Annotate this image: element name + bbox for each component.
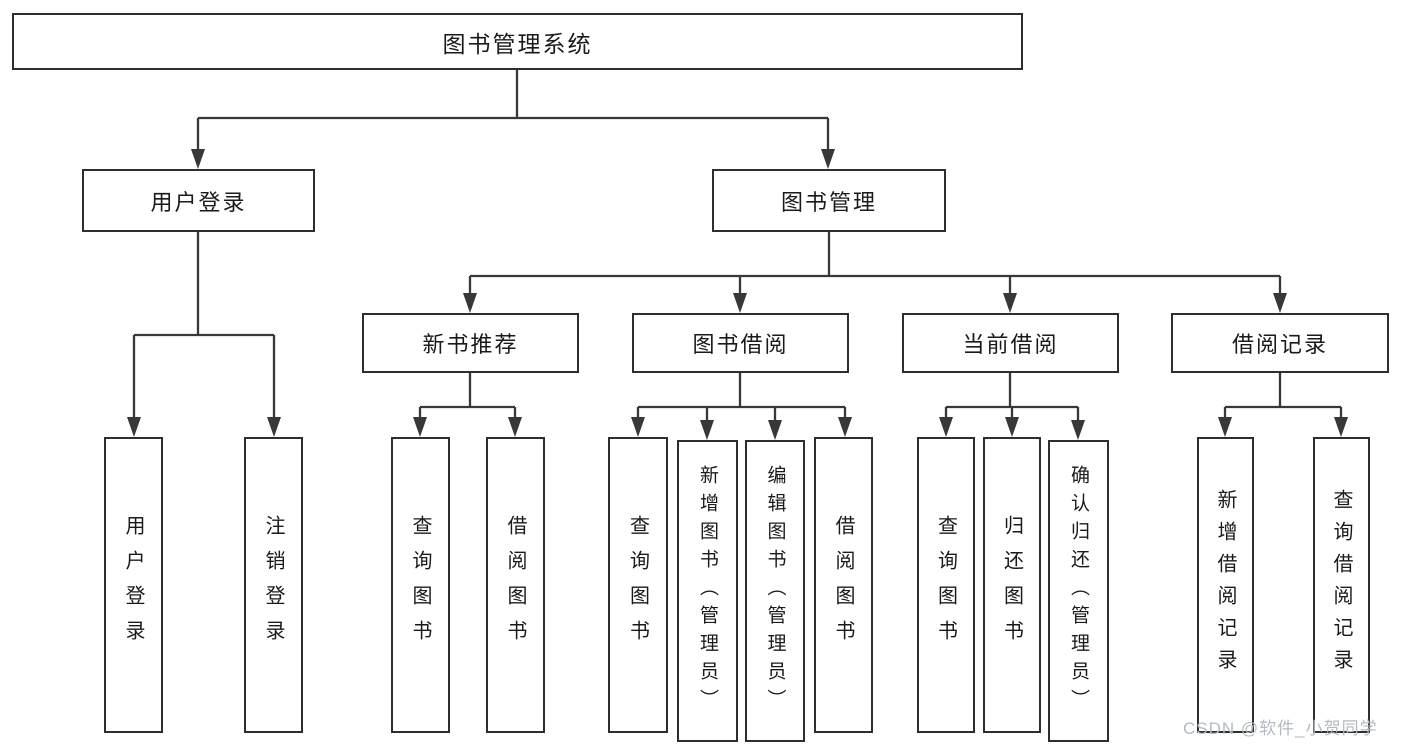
- leaf-borrow-borrow-books: 借阅图书: [814, 437, 873, 733]
- leaf-current-query-books-label: 查询图书: [934, 515, 957, 655]
- leaf-add-books-admin: 新增图书（管理员）: [677, 440, 738, 742]
- leaf-query-borrow-record: 查询借阅记录: [1313, 437, 1370, 733]
- leaf-borrow-query-books: 查询图书: [608, 437, 668, 733]
- node-new-book-recommend: 新书推荐: [362, 313, 579, 373]
- leaf-confirm-return-admin-label: 确认归还（管理员）: [1068, 465, 1089, 717]
- leaf-borrow-query-books-label: 查询图书: [626, 515, 649, 655]
- node-current-borrow: 当前借阅: [902, 313, 1119, 373]
- leaf-confirm-return-admin: 确认归还（管理员）: [1048, 440, 1109, 742]
- leaf-current-query-books: 查询图书: [917, 437, 975, 733]
- leaf-recommend-borrow-books-label: 借阅图书: [504, 515, 526, 655]
- node-book-management-label: 图书管理: [780, 189, 877, 215]
- node-root: 图书管理系统: [12, 13, 1023, 70]
- watermark: CSDN @软件_小贺同学: [1183, 719, 1378, 738]
- node-book-borrow-label: 图书借阅: [692, 332, 789, 357]
- node-borrow-records: 借阅记录: [1171, 313, 1389, 373]
- node-user-login-label: 用户登录: [150, 189, 247, 215]
- leaf-user-login-label: 用户登录: [122, 515, 144, 655]
- leaf-edit-books-admin: 编辑图书（管理员）: [745, 440, 805, 742]
- node-root-label: 图书管理系统: [442, 30, 593, 57]
- leaf-return-books: 归还图书: [983, 437, 1041, 733]
- node-book-borrow: 图书借阅: [632, 313, 849, 373]
- leaf-query-borrow-record-label: 查询借阅记录: [1330, 489, 1352, 681]
- leaf-borrow-borrow-books-label: 借阅图书: [832, 515, 854, 655]
- leaf-recommend-query-books: 查询图书: [391, 437, 450, 733]
- leaf-logout-label: 注销登录: [262, 515, 284, 655]
- leaf-recommend-query-books-label: 查询图书: [409, 515, 431, 655]
- leaf-edit-books-admin-label: 编辑图书（管理员）: [764, 465, 786, 717]
- node-borrow-records-label: 借阅记录: [1231, 332, 1328, 357]
- node-book-management: 图书管理: [712, 169, 946, 232]
- node-user-login: 用户登录: [82, 169, 315, 232]
- arrowheads: [127, 149, 1348, 440]
- leaf-recommend-borrow-books: 借阅图书: [486, 437, 545, 733]
- leaf-logout: 注销登录: [244, 437, 303, 733]
- leaf-user-login: 用户登录: [104, 437, 163, 733]
- leaf-add-books-admin-label: 新增图书（管理员）: [697, 465, 718, 717]
- leaf-add-borrow-record-label: 新增借阅记录: [1214, 489, 1236, 681]
- node-new-book-recommend-label: 新书推荐: [422, 332, 519, 357]
- leaf-return-books-label: 归还图书: [1000, 515, 1023, 655]
- node-current-borrow-label: 当前借阅: [962, 332, 1059, 357]
- leaf-add-borrow-record: 新增借阅记录: [1197, 437, 1254, 733]
